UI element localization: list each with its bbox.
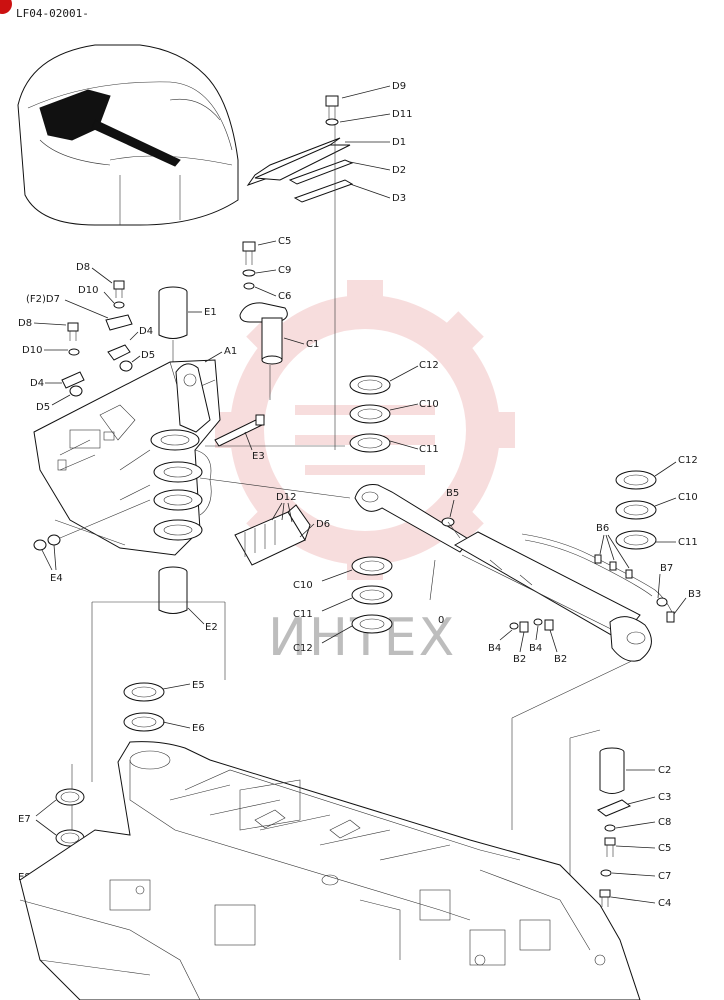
label-B6: B6 <box>596 523 609 534</box>
label-C9: C9 <box>278 265 291 276</box>
label-C11-center: C11 <box>419 444 439 455</box>
label-E4: E4 <box>50 573 63 584</box>
right-washers <box>615 470 657 550</box>
center-washers-top <box>349 375 391 453</box>
label-D10-mid: D10 <box>22 345 42 356</box>
label-C5-top: C5 <box>278 236 291 247</box>
label-C3: C3 <box>658 792 671 803</box>
e4-nuts <box>33 499 151 551</box>
label-B2-right: B2 <box>554 654 567 665</box>
label-D10-top: D10 <box>78 285 98 296</box>
d-cover-group <box>246 95 354 450</box>
label-D1: D1 <box>392 137 406 148</box>
label-C12-center: C12 <box>419 360 439 371</box>
swing-cylinder <box>354 484 652 662</box>
label-B7: B7 <box>660 563 673 574</box>
e2-pin <box>158 566 188 614</box>
label-C10-right: C10 <box>678 492 698 503</box>
e3-bolt <box>214 414 265 447</box>
label-D12: D12 <box>276 492 296 503</box>
label-A1: A1 <box>224 346 237 357</box>
label-C4: C4 <box>658 898 671 909</box>
label-zero: 0 <box>438 615 444 626</box>
label-D2: D2 <box>392 165 406 176</box>
label-C11-lower: C11 <box>293 609 313 620</box>
label-D11: D11 <box>392 109 412 120</box>
label-E6: E6 <box>192 723 205 734</box>
label-C10-lower: C10 <box>293 580 313 591</box>
main-frame <box>19 741 641 1000</box>
label-E5: E5 <box>192 680 205 691</box>
label-D4-right: D4 <box>139 326 153 337</box>
diagram-code: LF04-02001- <box>16 7 89 20</box>
label-C10-center: C10 <box>419 399 439 410</box>
label-D8-mid: D8 <box>18 318 32 329</box>
page-badge <box>0 0 12 14</box>
label-C5-right: C5 <box>658 843 671 854</box>
grease-hose <box>521 533 675 623</box>
label-B5: B5 <box>446 488 459 499</box>
e-washers <box>123 682 165 732</box>
c-pin-group <box>239 241 288 400</box>
label-C8: C8 <box>658 817 671 828</box>
label-C7: C7 <box>658 871 671 882</box>
label-F2-D7: (F2)D7 <box>26 294 60 305</box>
label-D8-top: D8 <box>76 262 90 273</box>
label-B3: B3 <box>688 589 701 600</box>
label-B4-right: B4 <box>529 643 542 654</box>
e1-pin <box>158 286 188 420</box>
center-washers-bottom <box>351 556 393 634</box>
label-C6: C6 <box>278 291 291 302</box>
label-B4-left: B4 <box>488 643 501 654</box>
label-D5-left: D5 <box>36 402 50 413</box>
label-D6: D6 <box>316 519 330 530</box>
label-D3: D3 <box>392 193 406 204</box>
label-C2: C2 <box>658 765 671 776</box>
excavator-thumbnail <box>17 44 239 226</box>
label-E3: E3 <box>252 451 265 462</box>
hose-guard-d6 <box>234 504 311 566</box>
label-C12-right: C12 <box>678 455 698 466</box>
label-D5-right: D5 <box>141 350 155 361</box>
label-D9: D9 <box>392 81 406 92</box>
label-E1: E1 <box>204 307 217 318</box>
label-C1: C1 <box>306 339 319 350</box>
swing-bracket-a1 <box>33 359 221 556</box>
c-column-right <box>597 747 631 907</box>
label-D4-left: D4 <box>30 378 44 389</box>
label-C11-right: C11 <box>678 537 698 548</box>
label-E2: E2 <box>205 622 218 633</box>
b-fittings <box>509 618 554 633</box>
d-left-small-parts <box>61 280 133 397</box>
label-B2-left: B2 <box>513 654 526 665</box>
label-E7: E7 <box>18 814 31 825</box>
label-C12-lower: C12 <box>293 643 313 654</box>
